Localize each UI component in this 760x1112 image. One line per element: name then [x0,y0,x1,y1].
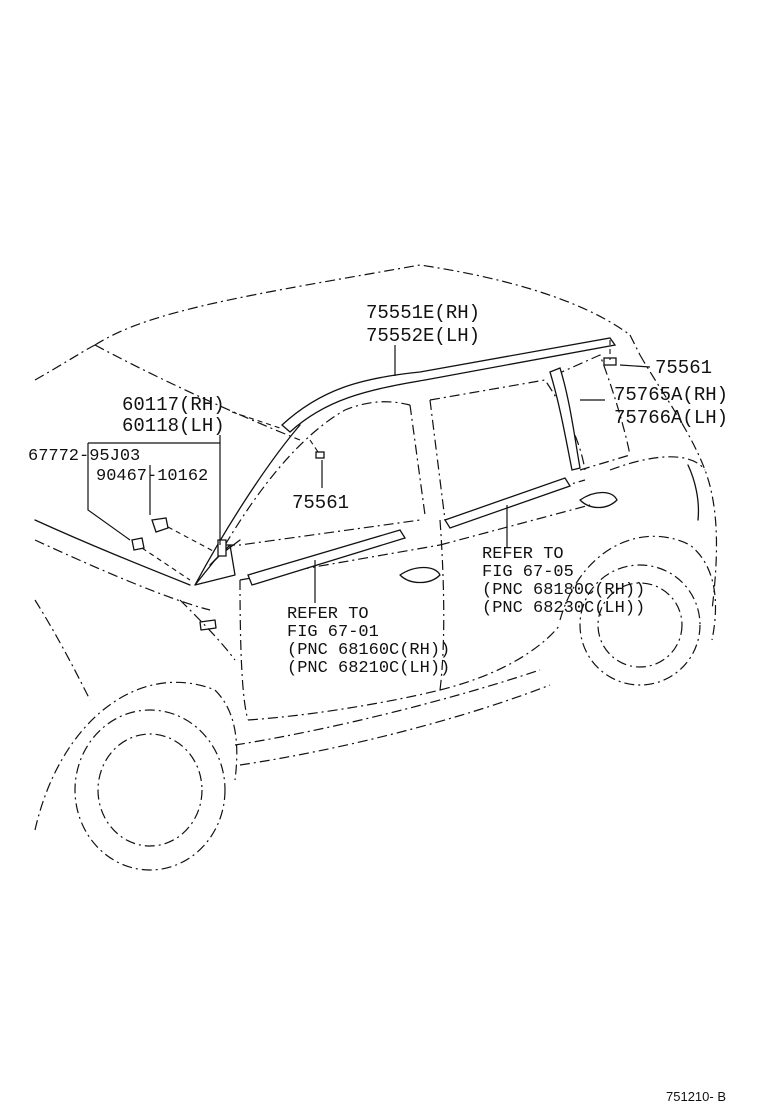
clip-90467-part [151,517,169,533]
labels: 75551E(RH) 75552E(LH) 75561 75765A(RH) 7… [28,302,728,1104]
label-rear-molding-rh: 75765A(RH) [614,384,728,406]
label-ref-rear-line3: (PNC 68180C(RH)) [482,581,645,600]
label-ref-rear-line1: REFER TO [482,545,564,564]
clip-67772-part [131,537,145,551]
label-upper-molding-lh: 75552E(LH) [366,325,480,347]
label-rear-clip: 75561 [655,357,712,379]
label-front-part-lh: 60118(LH) [122,415,225,437]
parts [131,337,617,586]
label-rear-molding-lh: 75766A(LH) [614,407,728,429]
figure-code: 751210- B [666,1089,726,1104]
upper-window-molding [281,337,617,433]
rear-belt-molding [444,477,571,529]
label-ref-rear-line4: (PNC 68230C(LH)) [482,599,645,618]
label-ref-front-line4: (PNC 68210C(LH)) [287,659,450,678]
label-upper-molding-rh: 75551E(RH) [366,302,480,324]
label-clip-67772: 67772-95J03 [28,447,140,466]
label-front-clip: 75561 [292,492,349,514]
label-clip-90467: 90467-10162 [96,467,208,486]
rear-pillar-molding [549,367,581,471]
leader-lines [87,340,651,603]
label-ref-front-line3: (PNC 68160C(RH)) [287,641,450,660]
label-ref-front-line2: FIG 67-01 [287,623,379,642]
front-belt-molding [247,529,406,586]
vehicle-outline [34,264,718,871]
label-ref-rear-line2: FIG 67-05 [482,563,574,582]
label-ref-front-line1: REFER TO [287,605,369,624]
front-corner-piece [217,539,227,557]
label-front-part-rh: 60117(RH) [122,394,225,416]
